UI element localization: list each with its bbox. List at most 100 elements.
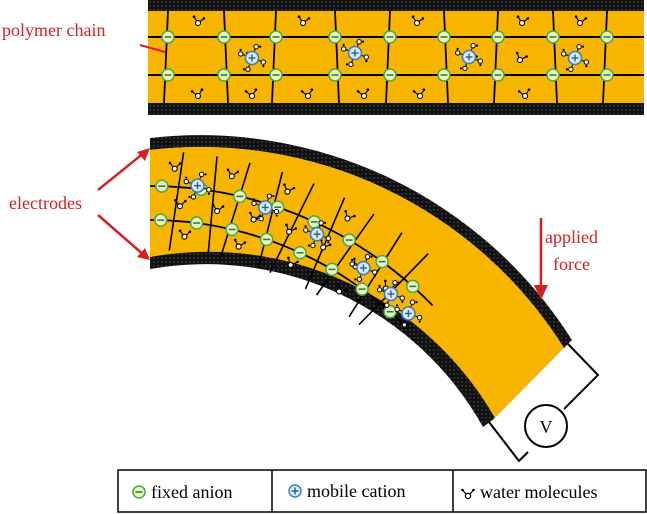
- water-molecule-icon: [515, 51, 528, 64]
- fixed-anion-icon: [161, 68, 175, 82]
- polymer-chain-line: [257, 171, 284, 269]
- water-molecule-icon: [168, 161, 182, 172]
- water-molecule-icon: [516, 15, 530, 27]
- voltmeter-label: V: [540, 417, 553, 437]
- polymer-chain-line: [163, 10, 169, 104]
- circuit-wire-top: [563, 343, 600, 410]
- polymer-chain-line: [493, 10, 499, 104]
- fixed-anion-icon: [259, 232, 274, 247]
- mobile-cation-icon: [251, 193, 280, 222]
- electrodes-arrowhead-top: [137, 148, 150, 161]
- water-molecule-icon: [244, 88, 258, 100]
- water-molecule-icon: [574, 15, 588, 27]
- fixed-anion-icon: [491, 68, 505, 82]
- polymer-chain-line: [552, 10, 558, 104]
- water-molecule-icon: [249, 211, 262, 223]
- polymer-chain-line: [602, 10, 608, 104]
- fixed-anion-icon: [328, 68, 342, 82]
- mobile-cation-icon: [349, 254, 378, 282]
- polymer-chain-line: [304, 197, 346, 290]
- mobile-cation-icon: [183, 171, 212, 200]
- water-molecule-icon: [517, 88, 531, 100]
- flat-ions: [161, 15, 614, 100]
- water-molecule-icon: [300, 88, 314, 100]
- water-molecule-icon: [226, 168, 240, 180]
- electrodes-arrow-bottom: [97, 214, 146, 257]
- mobile-cation-icon: [394, 299, 423, 328]
- bent-ions: [154, 161, 423, 328]
- bent-polymer-body: [150, 147, 564, 418]
- mobile-cation-icon: [455, 43, 483, 71]
- legend-anion-icon: [132, 485, 146, 499]
- polymer-chain-pointer: [139, 44, 166, 53]
- polymer-chain-line: [334, 10, 340, 104]
- fixed-anion-icon: [383, 30, 397, 44]
- bent-top-electrode: [150, 135, 572, 348]
- water-molecule-icon: [178, 229, 192, 240]
- fixed-anion-icon: [325, 262, 339, 277]
- fixed-anion-icon: [383, 68, 397, 82]
- polymer-chain-line: [223, 10, 229, 104]
- force-arrowhead: [534, 285, 548, 300]
- fixed-anion-icon: [293, 246, 307, 260]
- fixed-anion-icon: [155, 179, 169, 193]
- water-molecule-icon: [283, 183, 296, 195]
- water-molecule-icon: [233, 238, 247, 250]
- mobile-cation-icon: [341, 39, 369, 67]
- polymer-chain-line: [348, 232, 403, 318]
- water-molecule-icon: [287, 256, 299, 269]
- voltmeter-icon: [524, 404, 568, 448]
- water-molecule-icon: [174, 199, 187, 210]
- polymer-chain-line: [219, 162, 251, 258]
- fixed-anion-icon: [217, 68, 231, 82]
- fixed-anion-icon: [225, 222, 239, 237]
- flat-polymer-body: [148, 11, 644, 103]
- fixed-anion-icon: [437, 68, 451, 82]
- fixed-anion-icon: [189, 216, 204, 230]
- polymer-chain-line: [269, 183, 315, 273]
- fixed-anion-icon: [154, 213, 168, 227]
- flat-top-electrode: [148, 0, 644, 11]
- fixed-anion-icon: [269, 68, 283, 82]
- electrodes-arrow-top: [97, 151, 146, 191]
- legend-water-label: water molecules: [480, 482, 597, 502]
- legend-cation-icon: [288, 484, 302, 498]
- mobile-cation-icon: [376, 279, 405, 308]
- fixed-anion-icon: [383, 304, 397, 319]
- mobile-cation-icon: [238, 44, 266, 72]
- fixed-anion-icon: [600, 30, 614, 44]
- polymer-chain-line: [443, 10, 449, 104]
- force-label: force: [553, 254, 590, 274]
- fixed-anion-icon: [269, 30, 283, 44]
- fixed-anion-icon: [307, 215, 321, 229]
- fixed-anion-icon: [600, 68, 614, 82]
- water-molecule-icon: [344, 209, 356, 222]
- fixed-anion-icon: [405, 279, 420, 294]
- mobile-cation-icon: [303, 220, 332, 249]
- fixed-anion-icon: [546, 30, 560, 44]
- polymer-chain-line: [315, 213, 375, 296]
- water-molecule-icon: [411, 15, 425, 27]
- water-molecule-icon: [297, 15, 311, 27]
- polymer-chain-line: [385, 10, 391, 104]
- water-molecule-icon: [412, 88, 426, 100]
- water-molecule-icon: [211, 203, 225, 215]
- fixed-anion-icon: [437, 30, 451, 44]
- flat-strip: [148, 0, 644, 115]
- electrodes-arrowhead-bottom: [137, 248, 150, 260]
- bent-strip: [149, 135, 572, 427]
- legend-cation-label: mobile cation: [307, 481, 405, 501]
- bent-bottom-electrode: [150, 251, 495, 427]
- water-molecule-icon: [336, 282, 348, 295]
- legend-box: [117, 469, 647, 513]
- fixed-anion-icon: [355, 282, 369, 296]
- fixed-anion-icon: [375, 254, 389, 269]
- legend-water-icon: [461, 488, 475, 500]
- fixed-anion-icon: [233, 189, 247, 204]
- mobile-cation-icon: [561, 44, 589, 72]
- applied-label: applied: [545, 227, 598, 247]
- legend: fixed anion mobile cation water molecule…: [117, 469, 647, 513]
- water-molecule-icon: [319, 238, 332, 251]
- circuit-wire-bottom: [488, 421, 529, 463]
